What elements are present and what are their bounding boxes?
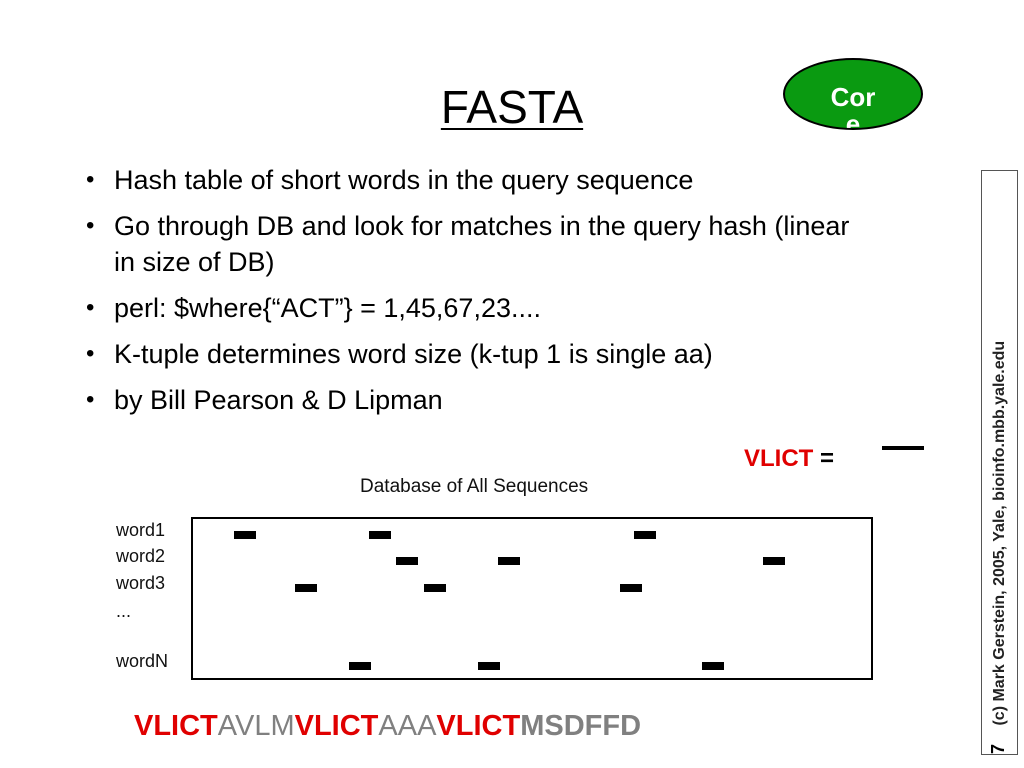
word-row-label: ... xyxy=(116,601,132,621)
sequence-segment: MSDFFD xyxy=(520,710,642,742)
equals-sign: = xyxy=(820,445,835,472)
word-row-label: word3 xyxy=(116,573,166,593)
word-mark-legend xyxy=(882,446,924,450)
word-hit-mark xyxy=(702,662,724,670)
word-row-label: word2 xyxy=(116,546,166,566)
bullet-item: by Bill Pearson & D Lipman xyxy=(86,382,876,418)
credit-text: (c) Mark Gerstein, 2005, Yale, bioinfo.m… xyxy=(991,340,1008,726)
word-row-label: wordN xyxy=(116,651,169,671)
example-sequence: VLICTAVLMVLICTAAAVLICTMSDFFD xyxy=(134,710,641,743)
page-number: 7 xyxy=(988,743,1008,754)
word-hit-mark xyxy=(634,531,656,539)
sequence-segment: VLICT xyxy=(294,710,379,742)
side-credit-box xyxy=(981,170,1018,755)
bullet-item: perl: $where{“ACT”} = 1,45,67,23.... xyxy=(86,290,876,326)
word-hit-mark xyxy=(763,557,785,565)
sequence-segment: VLICT xyxy=(134,710,218,742)
bullet-list: Hash table of short words in the query s… xyxy=(86,162,876,428)
database-box xyxy=(191,517,873,680)
vlict-equation: VLICT = xyxy=(744,445,834,473)
word-hit-mark xyxy=(295,584,317,592)
sequence-segment: VLICT xyxy=(436,710,521,742)
word-hit-mark xyxy=(620,584,642,592)
word-hit-mark xyxy=(424,584,446,592)
core-badge: Cor e xyxy=(783,58,923,130)
sequence-segment: AAA xyxy=(378,710,437,742)
database-title: Database of All Sequences xyxy=(360,476,589,497)
bullet-item: Go through DB and look for matches in th… xyxy=(86,208,876,280)
word-hit-mark xyxy=(369,531,391,539)
slide-title: FASTA xyxy=(440,81,584,133)
word-row-label: word1 xyxy=(116,520,166,540)
word-hit-mark xyxy=(478,662,500,670)
word-hit-mark xyxy=(234,531,256,539)
word-hit-mark xyxy=(349,662,371,670)
core-badge-label: Cor e xyxy=(830,82,876,130)
word-hit-mark xyxy=(396,557,418,565)
side-credit: 7 (c) Mark Gerstein, 2005, Yale, bioinfo… xyxy=(988,194,1010,754)
word-hit-mark xyxy=(498,557,520,565)
sequence-segment: AVLM xyxy=(217,710,295,742)
bullet-item: Hash table of short words in the query s… xyxy=(86,162,876,198)
bullet-item: K-tuple determines word size (k-tup 1 is… xyxy=(86,336,876,372)
vlict-term: VLICT xyxy=(744,445,814,472)
